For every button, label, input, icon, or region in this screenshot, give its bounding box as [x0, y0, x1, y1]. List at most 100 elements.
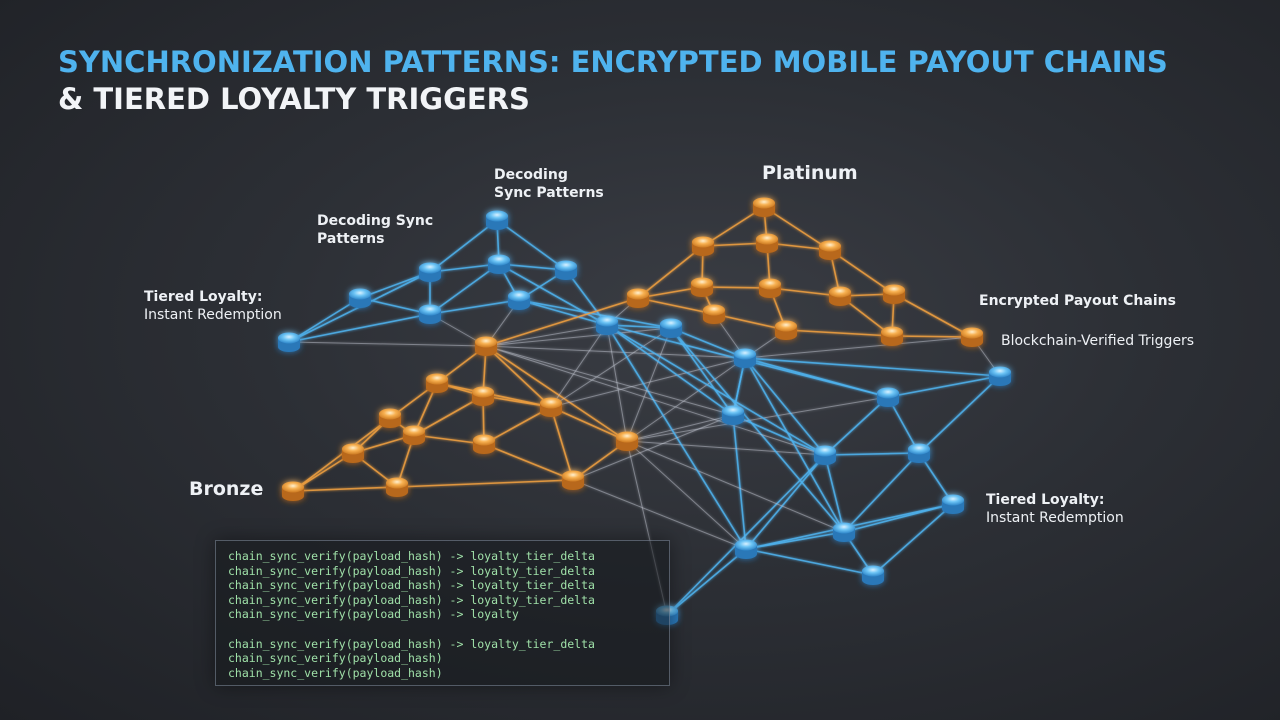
network-edge: [891, 335, 973, 338]
network-edge: [670, 327, 734, 416]
network-edge: [518, 299, 672, 329]
network-edge: [626, 440, 845, 533]
title-line-2: & TIERED LOYALTY TRIGGERS: [58, 82, 530, 116]
orange-node: [562, 470, 584, 490]
network-edge: [872, 503, 954, 576]
network-edge: [606, 324, 747, 550]
blue-node: [735, 539, 757, 559]
blue-node: [862, 565, 884, 585]
label-decoding-top-line2: Sync Patterns: [494, 185, 604, 201]
network-edge: [429, 263, 500, 315]
network-edge: [745, 548, 874, 576]
network-edge: [626, 414, 734, 442]
network-edge: [713, 313, 787, 331]
terminal-line: chain_sync_verify(payload_hash) -> loyal…: [228, 592, 595, 607]
network-edge: [626, 396, 889, 442]
orange-node: [342, 443, 364, 463]
network-edge: [572, 414, 734, 481]
orange-node: [426, 373, 448, 393]
network-edge: [626, 440, 826, 456]
label-tiered-left-line1: Tiered Loyalty:: [144, 289, 263, 305]
blue-node: [596, 315, 618, 335]
label-decoding-top-line1: Decoding: [494, 167, 568, 183]
orange-node: [961, 327, 983, 347]
label-platinum: Platinum: [762, 162, 858, 184]
orange-node: [472, 386, 494, 406]
terminal-line: [216, 622, 669, 637]
blue-node: [486, 210, 508, 230]
blue-node: [660, 318, 682, 338]
network-edge: [518, 299, 608, 326]
network-edge: [824, 452, 920, 456]
blue-node: [833, 522, 855, 542]
network-edge: [485, 327, 672, 347]
terminal-line: chain_sync_verify(payload_hash) -> loyal…: [228, 563, 595, 578]
blue-node: [942, 494, 964, 514]
blue-node: [419, 262, 441, 282]
network-edge: [918, 375, 1001, 454]
blue-node: [508, 290, 530, 310]
label-tiered-right-line1: Tiered Loyalty:: [986, 492, 1105, 508]
blue-node: [555, 260, 577, 280]
network-edge: [606, 324, 734, 416]
network-edge: [666, 548, 747, 616]
network-edge: [485, 324, 608, 347]
network-edge: [572, 479, 747, 550]
terminal-line: chain_sync_verify(payload_hash): [228, 651, 443, 666]
network-edge: [732, 414, 826, 456]
label-tiered-loyalty-left: Tiered Loyalty: Instant Redemption: [144, 288, 282, 324]
network-edge: [359, 271, 431, 299]
orange-node: [473, 434, 495, 454]
label-bronze: Bronze: [189, 478, 264, 500]
network-edge: [843, 452, 920, 533]
terminal-line: chain_sync_verify(payload_hash) -> loyal…: [228, 607, 519, 622]
network-edge: [824, 454, 845, 533]
orange-node: [759, 278, 781, 298]
network-edge: [769, 287, 841, 297]
network-edge: [288, 341, 487, 347]
label-tiered-right-line2: Instant Redemption: [986, 510, 1124, 526]
network-edge: [626, 440, 747, 550]
network-edge: [626, 327, 672, 442]
orange-node: [756, 233, 778, 253]
network-edge: [413, 395, 484, 436]
network-edge: [413, 434, 485, 445]
orange-node: [540, 397, 562, 417]
network-edge: [292, 486, 398, 492]
network-edge: [744, 357, 845, 533]
blue-node: [989, 366, 1011, 386]
label-decoding-sync-left: Decoding Sync Patterns: [317, 212, 433, 248]
network-edge: [732, 414, 747, 550]
blue-node: [278, 332, 300, 352]
orange-node: [883, 284, 905, 304]
network-edge: [745, 454, 826, 550]
blue-node: [877, 387, 899, 407]
orange-node: [703, 304, 725, 324]
network-edge: [498, 263, 567, 271]
network-edge: [396, 479, 574, 488]
network-edge: [785, 329, 893, 337]
network-edge: [565, 269, 608, 326]
network-edge: [288, 297, 361, 343]
network-edge: [887, 375, 1001, 398]
network-edge: [429, 299, 520, 315]
terminal-line: chain_sync_verify(payload_hash) -> loyal…: [228, 636, 595, 651]
terminal-line: chain_sync_verify(payload_hash): [228, 665, 443, 680]
orange-node: [616, 431, 638, 451]
network-edge: [744, 357, 1001, 377]
blue-node: [419, 304, 441, 324]
network-edge: [701, 286, 771, 289]
network-edge: [485, 345, 628, 442]
blue-node: [814, 445, 836, 465]
network-edge: [744, 336, 973, 359]
network-edge: [550, 327, 672, 408]
network-edge: [485, 297, 639, 347]
blue-node: [349, 288, 371, 308]
network-edge: [496, 219, 567, 271]
label-blockchain-verified-triggers: Blockchain-Verified Triggers: [1001, 333, 1195, 349]
network-edge: [483, 443, 574, 481]
network-edge: [550, 324, 608, 408]
title-line-1: SYNCHRONIZATION PATTERNS: ENCRYPTED MOBI…: [58, 45, 1168, 79]
network-edge: [824, 396, 889, 456]
blue-node: [908, 443, 930, 463]
